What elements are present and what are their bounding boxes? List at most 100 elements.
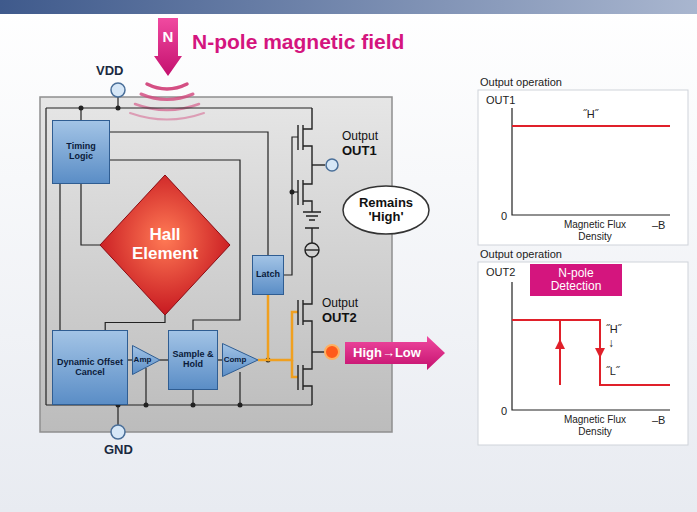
axis-name: Magnetic Flux Density xyxy=(550,414,640,437)
graph-title: Output operation xyxy=(480,248,562,261)
pin-name: OUT1 xyxy=(342,144,377,159)
output-drive-wire xyxy=(268,312,298,360)
axis-name: Magnetic Flux Density xyxy=(550,219,640,242)
mosfet-symbol xyxy=(298,165,312,212)
terminal-pin xyxy=(111,425,125,439)
output-text: Output xyxy=(342,130,378,144)
sample-hold-block-outline xyxy=(169,331,218,390)
field-waves xyxy=(130,113,204,120)
terminal-pin xyxy=(326,159,338,171)
latch-block-outline xyxy=(253,256,284,295)
output-drive-wire xyxy=(292,360,298,377)
graph-axis xyxy=(512,282,670,410)
detection-tag: N-pole Detection xyxy=(530,264,622,296)
axis-end: –B xyxy=(652,219,665,232)
node-text: Comp xyxy=(224,356,247,365)
level-mark: ˝H˝ xyxy=(583,108,598,121)
graph-panel xyxy=(478,90,688,245)
hall-element-outline xyxy=(100,175,230,315)
level-arrow: ↓ xyxy=(608,337,614,351)
chip-housing xyxy=(40,97,392,432)
logic-block: Timing Logic xyxy=(52,120,110,184)
node-text: Amp xyxy=(134,356,152,365)
node-text: Dynamic Offset Cancel xyxy=(55,358,125,378)
field-waves xyxy=(147,84,187,89)
trace-arrowhead xyxy=(595,348,605,358)
node-text: N xyxy=(163,29,174,46)
mosfet-symbol xyxy=(298,352,312,405)
state-callout-outline xyxy=(343,186,429,234)
graph-axis xyxy=(512,108,670,215)
header-bar xyxy=(0,0,697,14)
wire xyxy=(46,107,312,108)
axis-end: –B xyxy=(652,414,665,427)
pin-name: VDD xyxy=(96,64,123,79)
current-source-symbol xyxy=(305,228,319,257)
detection-tag-outline xyxy=(530,264,622,296)
signal-wire xyxy=(160,359,168,360)
node-text: High→Low xyxy=(353,346,421,360)
node-text: N-pole Detection xyxy=(534,267,618,293)
field-arrow-outline xyxy=(154,18,182,76)
field-waves xyxy=(130,84,204,120)
axis-origin: 0 xyxy=(501,210,507,223)
level-mark: ˝H˝ xyxy=(606,323,621,336)
graph-title: Output operation xyxy=(480,76,562,89)
logic-block-outline xyxy=(53,121,110,184)
junction-dot xyxy=(191,403,196,408)
signal-wire xyxy=(218,359,222,360)
mosfet-symbol xyxy=(298,108,325,405)
output-drive-wire xyxy=(268,312,298,377)
current-source-symbol xyxy=(305,228,319,243)
mosfet-symbol xyxy=(298,108,312,165)
level-mark: ˝L˝ xyxy=(606,365,619,378)
state-callout: Remains 'High' xyxy=(342,185,430,235)
comparator-symbol-outline xyxy=(223,344,259,377)
out2-terminal xyxy=(325,345,339,359)
field-waves xyxy=(135,104,199,110)
pin-name: GND xyxy=(104,443,133,458)
axis-name: OUT1 xyxy=(486,94,515,107)
field-arrow-outline xyxy=(154,18,182,76)
hall-element: Hall Element xyxy=(100,175,230,315)
mosfet-symbol xyxy=(312,164,325,165)
output-trace xyxy=(559,320,561,385)
signal-wire xyxy=(105,315,165,330)
offset-cancel-block-outline xyxy=(53,331,128,405)
graph-panel xyxy=(478,90,688,445)
mosfet-symbol xyxy=(298,257,312,352)
node-text: Sample & Hold xyxy=(171,350,215,370)
signal-wire xyxy=(258,295,268,360)
wire xyxy=(59,184,60,330)
signal-wire xyxy=(81,184,100,245)
node-text: Hall Element xyxy=(126,226,204,263)
wire xyxy=(239,372,240,405)
latch-block: Latch xyxy=(252,255,284,295)
junction-dot xyxy=(116,106,121,111)
chip-housing xyxy=(40,97,392,432)
wire xyxy=(46,97,312,425)
out2-terminal xyxy=(325,345,339,359)
current-source-symbol xyxy=(305,243,319,257)
node-text: Latch xyxy=(256,270,280,280)
trace-arrowhead xyxy=(555,339,565,349)
axis-name: OUT2 xyxy=(486,266,515,279)
amplifier-symbol-outline xyxy=(133,346,161,375)
trace-arrowhead xyxy=(555,339,605,358)
caption-text: N-pole magnetic field xyxy=(192,30,404,54)
sample-hold-block: Sample & Hold xyxy=(168,330,218,390)
graph-panel xyxy=(478,262,688,445)
header-bar xyxy=(0,0,697,14)
output-trace xyxy=(512,320,670,385)
ground-symbol xyxy=(303,212,321,220)
offset-cancel-block: Dynamic Offset Cancel xyxy=(52,330,128,405)
junction-dot xyxy=(238,403,243,408)
current-source-symbol xyxy=(305,249,319,250)
signal-wire xyxy=(128,359,132,360)
junction-dot xyxy=(79,106,84,111)
mosfet-symbol xyxy=(312,351,325,352)
transition-arrow: High→Low xyxy=(345,336,445,370)
terminal-pin xyxy=(111,83,125,97)
wire xyxy=(284,137,298,275)
